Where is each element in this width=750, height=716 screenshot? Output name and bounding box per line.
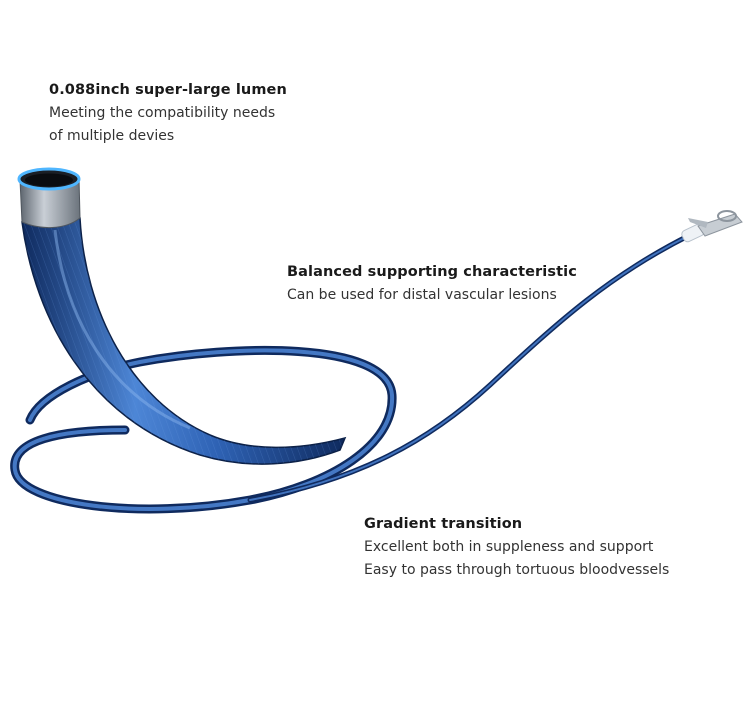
catheter-large-segment [21, 217, 347, 465]
callout-gradient: Gradient transition Excellent both in su… [364, 516, 669, 582]
lumen-tip [17, 167, 81, 228]
callout-lumen-title: 0.088inch super-large lumen [49, 82, 287, 98]
callout-gradient-line1: Excellent both in suppleness and support [364, 539, 654, 555]
callout-lumen-line1: Meeting the compatibility needs [49, 105, 276, 121]
callout-gradient-line2: Easy to pass through tortuous bloodvesse… [364, 562, 670, 578]
catheter-shaft [10, 232, 693, 514]
callout-gradient-title: Gradient transition [364, 516, 523, 532]
callout-support: Balanced supporting characteristic Can b… [287, 264, 577, 307]
callout-lumen-line2: of multiple devies [49, 128, 175, 144]
callout-support-line1: Can be used for distal vascular lesions [287, 287, 557, 303]
callout-support-title: Balanced supporting characteristic [287, 264, 577, 280]
catheter-hub [681, 210, 743, 243]
callout-lumen: 0.088inch super-large lumen Meeting the … [49, 82, 287, 148]
